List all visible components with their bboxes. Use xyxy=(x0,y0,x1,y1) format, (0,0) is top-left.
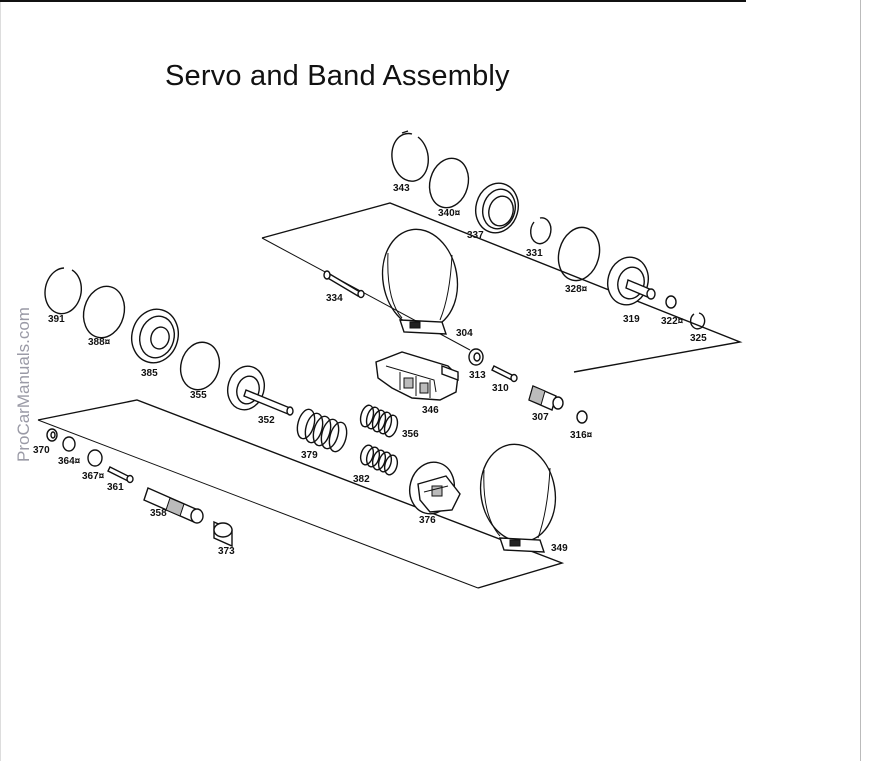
part-328-o-ring xyxy=(557,226,601,282)
part-346-servo-housing xyxy=(375,351,459,401)
page-left-edge xyxy=(0,0,1,761)
label-364: 364¤ xyxy=(58,456,81,467)
part-322-seal-ring xyxy=(665,295,677,309)
part-379-spring xyxy=(296,408,348,453)
page-right-edge xyxy=(860,0,861,761)
part-355-o-ring xyxy=(179,341,221,391)
part-331-snap-ring xyxy=(530,217,552,245)
label-356: 356 xyxy=(402,429,419,440)
part-325-snap-ring xyxy=(689,312,706,330)
part-340-o-ring xyxy=(428,157,470,209)
label-355: 355 xyxy=(190,390,207,401)
part-337-servo-cover xyxy=(475,182,519,234)
label-331: 331 xyxy=(526,248,543,259)
label-340: 340¤ xyxy=(438,208,461,219)
label-373: 373 xyxy=(218,546,235,557)
part-370-retaining-ring xyxy=(46,428,58,442)
part-352-servo-piston xyxy=(227,365,294,416)
label-313: 313 xyxy=(469,370,486,381)
part-382-spring xyxy=(359,444,399,476)
label-310: 310 xyxy=(492,383,509,394)
label-370: 370 xyxy=(33,445,50,456)
lower-axis-frame xyxy=(37,399,565,589)
label-346: 346 xyxy=(422,405,439,416)
label-376: 376 xyxy=(419,515,436,526)
label-382: 382 xyxy=(353,474,370,485)
part-307-plug xyxy=(528,385,564,411)
label-352: 352 xyxy=(258,415,275,426)
part-334-anchor-pin xyxy=(323,270,365,299)
part-313-washer xyxy=(468,348,484,366)
label-307: 307 xyxy=(532,412,549,423)
part-316-o-ring xyxy=(576,410,588,424)
label-343: 343 xyxy=(393,183,410,194)
part-376-servo-housing xyxy=(409,461,461,515)
label-328: 328¤ xyxy=(565,284,588,295)
top-rule xyxy=(0,0,746,2)
label-358: 358 xyxy=(150,508,167,519)
label-391: 391 xyxy=(48,314,65,325)
label-316: 316¤ xyxy=(570,430,593,441)
part-361-pin xyxy=(107,466,134,484)
label-322: 322¤ xyxy=(661,316,684,327)
page-title: Servo and Band Assembly xyxy=(165,60,510,92)
part-385-servo-cover xyxy=(131,308,179,364)
label-349: 349 xyxy=(551,543,568,554)
part-367-o-ring xyxy=(87,449,103,467)
label-304: 304 xyxy=(456,328,473,339)
label-319: 319 xyxy=(623,314,640,325)
label-379: 379 xyxy=(301,450,318,461)
part-391-snap-ring xyxy=(44,267,83,315)
part-310-adjusting-screw xyxy=(491,365,518,383)
part-356-spring xyxy=(359,404,399,438)
part-349-brake-band xyxy=(479,443,557,553)
label-334: 334 xyxy=(326,293,343,304)
part-364-o-ring xyxy=(62,436,76,452)
label-388: 388¤ xyxy=(88,337,111,348)
part-319-servo-piston xyxy=(607,256,656,306)
part-373-plug xyxy=(213,520,233,548)
label-367: 367¤ xyxy=(82,471,105,482)
label-385: 385 xyxy=(141,368,158,379)
label-337: 337 xyxy=(467,230,484,241)
part-358-piston-rod xyxy=(143,487,204,524)
label-361: 361 xyxy=(107,482,124,493)
part-388-o-ring xyxy=(82,285,126,339)
label-325: 325 xyxy=(690,333,707,344)
part-labels: 343 340¤ 337 331 328¤ 319 322¤ 325 334 3… xyxy=(33,183,707,557)
part-343-snap-ring xyxy=(391,130,429,182)
part-304-brake-band xyxy=(381,228,459,335)
